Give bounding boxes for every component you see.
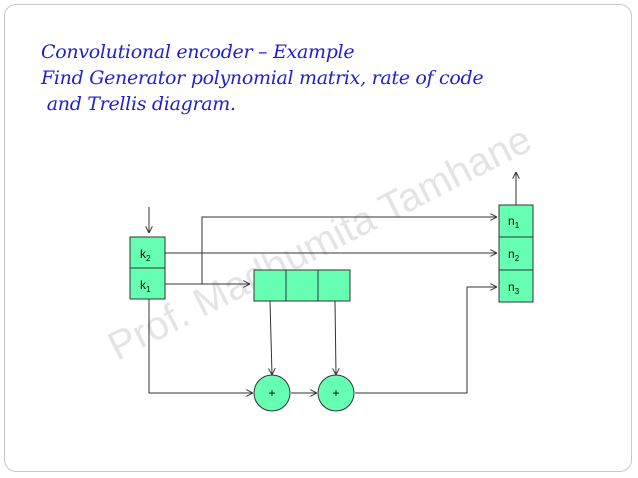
- encoder-diagram: Prof. Madhumita Tamhane: [101, 117, 538, 412]
- n2-label: n2: [508, 247, 520, 263]
- k1-label: k1: [140, 278, 151, 294]
- adder-2: [317, 374, 355, 412]
- k1-to-n1-line: [201, 217, 497, 284]
- register-cell-2: [285, 269, 319, 302]
- adders: + +: [253, 374, 355, 412]
- n1-block: [498, 204, 534, 238]
- adder2-to-n3-line: [355, 287, 497, 394]
- n1-label: n1: [508, 214, 520, 230]
- k2-label: k2: [140, 247, 151, 263]
- register-cell-1: [253, 269, 287, 302]
- n3-block: [498, 269, 534, 303]
- cell1-to-adder1-line: [270, 300, 272, 375]
- output-register: n1 n2 n3: [498, 204, 534, 303]
- slide: Prof. Madhumita Tamhane: [4, 4, 632, 472]
- cell3-to-adder2-line: [335, 300, 336, 375]
- title-line-3: and Trellis diagram.: [41, 93, 236, 115]
- connection-lines: [149, 172, 516, 393]
- adder-1-label: +: [268, 386, 275, 400]
- input-register: k2 k1: [129, 236, 166, 300]
- k2-block: [129, 236, 166, 269]
- adder-2-label: +: [332, 386, 339, 400]
- adder-1: [253, 374, 291, 412]
- n3-label: n3: [508, 280, 520, 296]
- slide-title: Convolutional encoder – Example Find Gen…: [41, 39, 484, 117]
- title-line-2: Find Generator polynomial matrix, rate o…: [41, 67, 484, 89]
- register-cell-3: [317, 269, 351, 302]
- k1-block: [129, 267, 166, 300]
- k1-to-adder1-line: [148, 298, 253, 393]
- shift-register: [253, 269, 351, 302]
- watermark: Prof. Madhumita Tamhane: [101, 117, 538, 369]
- title-line-1: Convolutional encoder – Example: [41, 41, 355, 63]
